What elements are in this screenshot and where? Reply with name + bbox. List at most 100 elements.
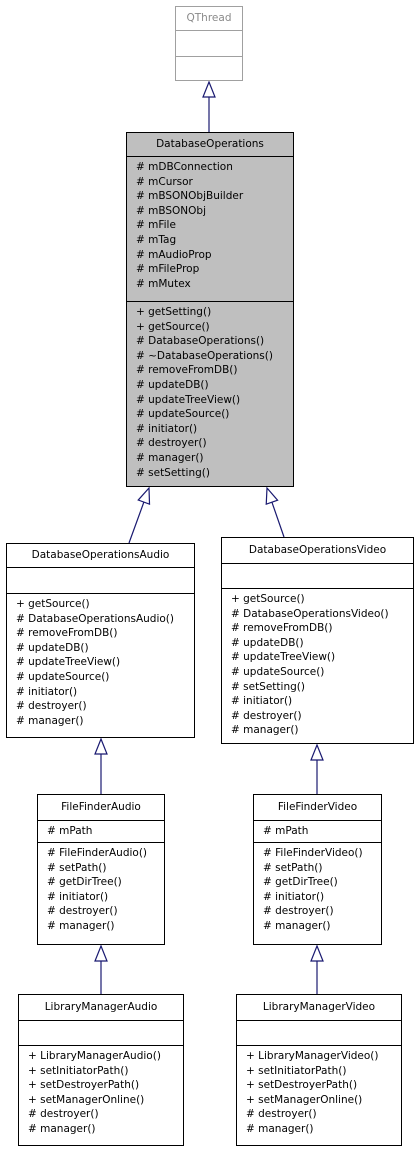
inheritance-arrowhead bbox=[202, 80, 216, 98]
operation-item: # destroyer() bbox=[28, 1108, 99, 1121]
operation-item: # updateDB() bbox=[231, 636, 304, 649]
operation-item: # getDirTree() bbox=[263, 876, 338, 889]
operation-item: # destroyer() bbox=[136, 437, 207, 450]
operation-item: + setManagerOnline() bbox=[246, 1093, 363, 1106]
class-operations-section: + getSource() # DatabaseOperationsAudio()… bbox=[7, 594, 194, 740]
operation-item: # FileFinderVideo() bbox=[263, 847, 363, 859]
operation-item: # manager() bbox=[136, 451, 204, 464]
class-attributes-section bbox=[176, 31, 242, 57]
operation-item: # DatabaseOperationsAudio() bbox=[16, 612, 174, 625]
operation-item: # initiator() bbox=[47, 890, 109, 903]
operation-item: # manager() bbox=[231, 724, 299, 737]
class-box-database-operations-audio[interactable]: DatabaseOperationsAudio + getSource() # Da… bbox=[6, 543, 195, 738]
operation-item: # initiator() bbox=[231, 695, 293, 708]
operation-item: # setSetting() bbox=[136, 466, 210, 479]
attribute-item: # mDBConnection bbox=[136, 161, 233, 173]
operation-item: + getSource() bbox=[16, 598, 90, 610]
class-operations-section: + getSource()# DatabaseOperationsVideo()… bbox=[222, 589, 413, 746]
class-operations-section: # FileFinderAudio()# setPath()# getDirTr… bbox=[38, 843, 164, 947]
operation-item: + getSource() bbox=[136, 320, 210, 333]
class-box-library-manager-audio[interactable]: LibraryManagerAudio+ LibraryManagerAudio… bbox=[18, 994, 184, 1146]
operation-item: # setSetting() bbox=[231, 680, 305, 693]
operation-item: # DatabaseOperationsVideo() bbox=[231, 607, 389, 620]
operation-item: # initiator() bbox=[136, 422, 198, 435]
operation-item: # destroyer() bbox=[263, 905, 334, 918]
class-operations-section bbox=[176, 57, 242, 83]
attribute-item: # mTag bbox=[136, 233, 177, 246]
class-operations-section: + LibraryManagerAudio() + setInitiatorPat… bbox=[19, 1046, 183, 1148]
inheritance-arrow-file-finder-audio bbox=[94, 737, 108, 794]
attribute-item: # mBSONObjBuilder bbox=[136, 190, 244, 203]
class-box-qthread[interactable]: QThread bbox=[175, 6, 243, 81]
operation-item: + setInitiatorPath() bbox=[28, 1064, 129, 1077]
operation-item: + getSetting() bbox=[136, 306, 212, 318]
operation-item: # removeFromDB() bbox=[16, 627, 118, 640]
class-attributes-section bbox=[19, 1021, 183, 1046]
operation-item: # manager() bbox=[28, 1122, 96, 1135]
operation-item: # updateTreeView() bbox=[136, 393, 241, 406]
operation-item: + setDestroyerPath() bbox=[28, 1079, 140, 1092]
inheritance-arrowhead bbox=[265, 486, 279, 505]
class-attributes-section bbox=[222, 564, 413, 589]
operation-item: # removeFromDB() bbox=[231, 622, 333, 635]
inheritance-arrow-database-operations bbox=[202, 80, 216, 132]
class-box-database-operations-video[interactable]: DatabaseOperationsVideo + getSource()# Da… bbox=[221, 537, 414, 744]
operation-item: # destroyer() bbox=[16, 700, 87, 713]
operation-item: # manager() bbox=[47, 919, 115, 932]
operation-item: # initiator() bbox=[16, 685, 78, 698]
operation-item: # destroyer() bbox=[246, 1108, 317, 1121]
operation-item: # manager() bbox=[263, 919, 331, 932]
operation-item: # FileFinderAudio() bbox=[47, 847, 148, 859]
inheritance-arrow-file-finder-video bbox=[310, 743, 324, 794]
class-box-file-finder-audio[interactable]: FileFinderAudio # mPath # FileFinderAudio(… bbox=[37, 794, 165, 945]
operation-item: # DatabaseOperations() bbox=[136, 335, 265, 348]
inheritance-arrowhead bbox=[137, 486, 151, 506]
inheritance-arrowhead bbox=[94, 944, 108, 962]
attribute-item: # mFile bbox=[136, 219, 176, 232]
operation-item: + setInitiatorPath() bbox=[246, 1064, 347, 1077]
class-attributes-section bbox=[237, 1021, 401, 1046]
class-name: DatabaseOperationsAudio bbox=[7, 544, 194, 568]
operation-item: + LibraryManagerAudio() bbox=[28, 1050, 161, 1062]
operation-item: # updateSource() bbox=[16, 670, 110, 683]
class-operations-section: + getSetting() + getSource() # DatabaseOpe… bbox=[127, 302, 293, 489]
class-name: DatabaseOperations bbox=[127, 133, 293, 157]
class-attributes-section: # mDBConnection # mCursor # mBSONObjBuilde… bbox=[127, 157, 293, 302]
attribute-item: # mPath bbox=[263, 825, 309, 837]
operation-item: + LibraryManagerVideo() bbox=[246, 1050, 379, 1062]
operation-item: + setDestroyerPath() bbox=[246, 1079, 358, 1092]
class-box-database-operations[interactable]: DatabaseOperations # mDBConnection # mCurs… bbox=[126, 132, 294, 487]
class-name: QThread bbox=[176, 7, 242, 31]
class-name: DatabaseOperationsVideo bbox=[222, 538, 413, 564]
operation-item: # manager() bbox=[246, 1122, 314, 1135]
class-box-file-finder-video[interactable]: FileFinderVideo # mPath # FileFinderVideo(… bbox=[253, 794, 382, 945]
inheritance-arrowhead bbox=[310, 944, 324, 962]
inheritance-arrow-database-operations-video bbox=[265, 486, 285, 538]
class-attributes-section: # mPath bbox=[254, 821, 381, 843]
inheritance-line bbox=[128, 501, 145, 544]
operation-item: # destroyer() bbox=[231, 709, 302, 722]
operation-item: # getDirTree() bbox=[47, 876, 122, 889]
operation-item: # updateDB() bbox=[16, 641, 89, 654]
attribute-item: # mCursor bbox=[136, 175, 193, 188]
inheritance-arrow-library-manager-video bbox=[310, 944, 324, 994]
attribute-item: # mPath bbox=[47, 825, 93, 837]
class-operations-section: # FileFinderVideo()# setPath()# getDirTr… bbox=[254, 843, 381, 947]
operation-item: # updateDB() bbox=[136, 378, 209, 391]
inheritance-arrowhead bbox=[310, 743, 324, 761]
class-name: FileFinderVideo bbox=[254, 795, 381, 821]
attribute-item: # mBSONObj bbox=[136, 204, 207, 217]
attribute-item: # mAudioProp bbox=[136, 248, 212, 261]
operation-item: # ~DatabaseOperations() bbox=[136, 349, 273, 362]
attribute-item: # mFileProp bbox=[136, 263, 200, 276]
operation-item: # manager() bbox=[16, 714, 84, 727]
inheritance-arrow-database-operations-audio bbox=[128, 486, 151, 544]
inheritance-arrow-library-manager-audio bbox=[94, 944, 108, 994]
class-operations-section: + LibraryManagerVideo() + setInitiatorPat… bbox=[237, 1046, 401, 1148]
attribute-item: # mMutex bbox=[136, 277, 191, 290]
inheritance-arrowhead bbox=[94, 737, 108, 755]
class-box-library-manager-video[interactable]: LibraryManagerVideo+ LibraryManagerVideo… bbox=[236, 994, 402, 1146]
operation-item: # updateTreeView() bbox=[16, 656, 121, 669]
class-name: FileFinderAudio bbox=[38, 795, 164, 821]
